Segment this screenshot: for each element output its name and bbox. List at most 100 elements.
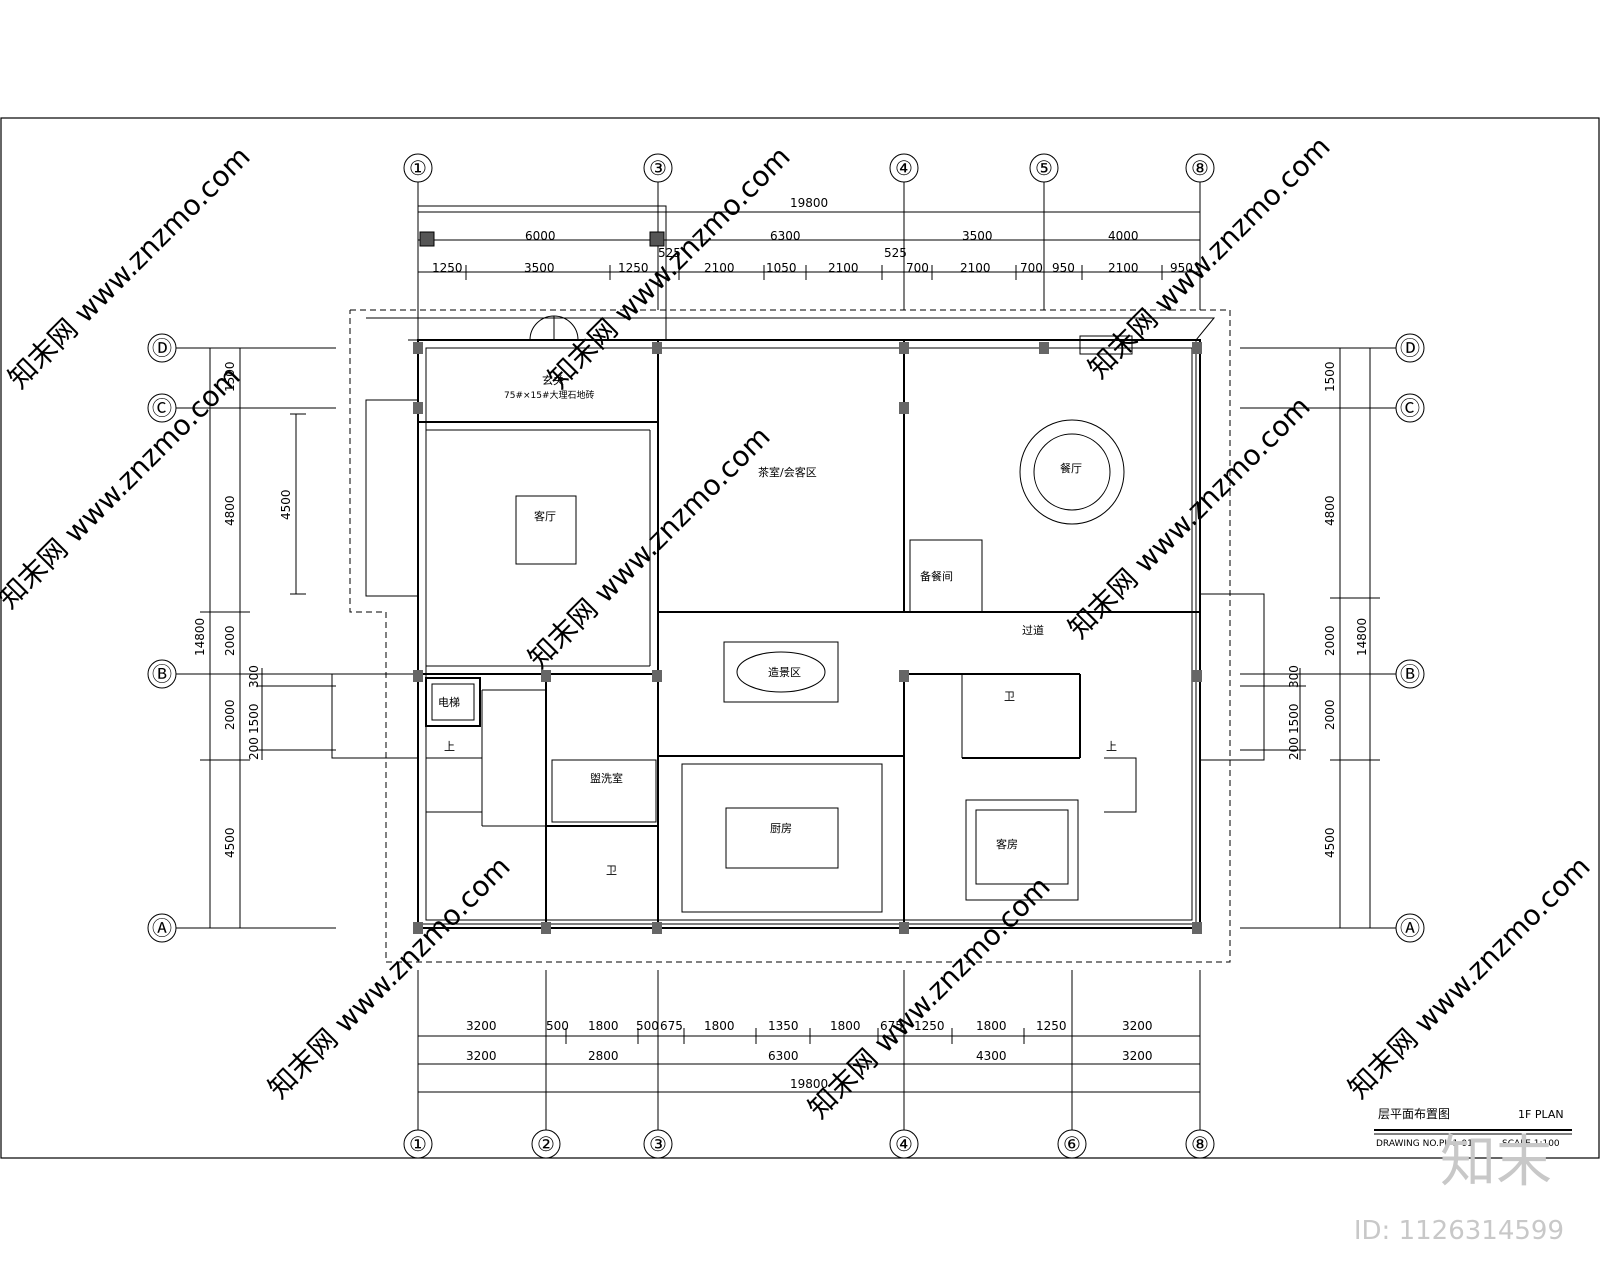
dim-bottom-row2: 6300 — [768, 1049, 799, 1063]
dim-bottom-row2: 3200 — [466, 1049, 497, 1063]
room-label-bath2: 卫 — [1004, 690, 1015, 703]
dim-left-inner: 4500 — [279, 489, 293, 520]
dim-top-row3: 700 — [1020, 261, 1043, 275]
dim-bottom-row2: 2800 — [588, 1049, 619, 1063]
dim-bottom-row1: 1800 — [704, 1019, 735, 1033]
room-label-dining: 餐厅 — [1060, 461, 1082, 475]
dim-top-row3: 2100 — [960, 261, 991, 275]
dim-left: 2000 — [223, 625, 237, 656]
dim-bottom-row2: 4300 — [976, 1049, 1007, 1063]
image-id-label: ID: 1126314599 — [1353, 1216, 1564, 1246]
grid-label-left: Ⓒ — [152, 396, 172, 420]
dim-top-row3: 1250 — [432, 261, 463, 275]
grid-label-bottom: ① — [409, 1132, 427, 1156]
dim-top-row2: 3500 — [962, 229, 993, 243]
room-label-kitchen: 厨房 — [770, 822, 792, 835]
dim-top-row2: 4000 — [1108, 229, 1139, 243]
grid-label-bottom: ② — [537, 1132, 555, 1156]
dim-top-row3: 3500 — [524, 261, 555, 275]
dim-bottom-row1: 500 — [636, 1019, 659, 1033]
dim-bottom-row1: 675 — [660, 1019, 683, 1033]
title-block: 层平面布置图 1F PLAN DRAWING NO.PL-1-01 SCALE … — [1374, 1107, 1572, 1149]
grid-label-bottom: ⑥ — [1063, 1132, 1081, 1156]
grid-label-left: Ⓐ — [152, 916, 172, 940]
room-label-entry: 玄关 — [542, 373, 564, 387]
stair-up-label: 上 — [444, 740, 455, 753]
side-grid-lines — [176, 347, 1396, 929]
dim-right: 4800 — [1323, 495, 1337, 526]
grid-label-left: Ⓓ — [152, 336, 172, 360]
dim-top-row3: 2100 — [704, 261, 735, 275]
dim-left-inner: 200 — [247, 737, 261, 760]
dim-right: 4500 — [1323, 827, 1337, 858]
grid-label-top: ③ — [649, 156, 667, 180]
grid-label-top: ① — [409, 156, 427, 180]
dim-top-row3: 950 — [1170, 261, 1193, 275]
dim-top-row3: 700 — [906, 261, 929, 275]
dim-bottom-total: 19800 — [790, 1077, 828, 1091]
watermark: 知末网 www.znzmo.com — [2, 140, 257, 395]
dim-top-row3: 2100 — [828, 261, 859, 275]
watermark: 知末网 www.znzmo.com — [262, 850, 517, 1105]
brand-watermark-logo: 知末 — [1440, 1130, 1552, 1195]
room-label-bath1: 卫 — [606, 864, 617, 877]
dim-left: 1500 — [223, 361, 237, 392]
grid-label-bottom: ④ — [895, 1132, 913, 1156]
watermark: 知末网 www.znzmo.com — [522, 420, 777, 675]
stair-up-label: 上 — [1106, 740, 1117, 753]
dim-top-row3: 950 — [1052, 261, 1075, 275]
dim-top-row3: 1250 — [618, 261, 649, 275]
dim-top-row3: 525 — [884, 246, 907, 260]
dim-right-inner: 200 — [1287, 737, 1301, 760]
watermark: 知末网 www.znzmo.com — [1342, 850, 1597, 1105]
dim-top-row2: 6000 — [525, 229, 556, 243]
room-label-elevator: 电梯 — [438, 696, 460, 709]
grid-label-bottom: ③ — [649, 1132, 667, 1156]
grid-label-right: Ⓐ — [1400, 916, 1420, 940]
room-note-entry: 75#×15#大理石地砖 — [504, 389, 595, 401]
title-block-title-en: 1F PLAN — [1518, 1108, 1564, 1121]
grid-label-right: Ⓒ — [1400, 396, 1420, 420]
grid-label-top: ⑤ — [1035, 156, 1053, 180]
structural-columns — [413, 342, 1202, 934]
sheet-border — [0, 117, 1600, 1159]
room-label-living: 客厅 — [534, 509, 556, 523]
dim-left: 4800 — [223, 495, 237, 526]
dim-right-inner: 300 — [1287, 665, 1301, 688]
dim-left-total: 14800 — [193, 618, 207, 656]
dim-top-row3: 525 — [658, 246, 681, 260]
dim-right: 2000 — [1323, 625, 1337, 656]
top-grid-bubbles — [403, 153, 1215, 183]
dim-left: 2000 — [223, 699, 237, 730]
dim-top-row3: 1050 — [766, 261, 797, 275]
bottom-grid-bubbles — [403, 1129, 1215, 1159]
dim-top-row2: 6300 — [770, 229, 801, 243]
grid-label-right: Ⓓ — [1400, 336, 1420, 360]
grid-label-top: ④ — [895, 156, 913, 180]
dim-bottom-row1: 1250 — [914, 1019, 945, 1033]
dim-right-inner: 1500 — [1287, 703, 1301, 734]
title-block-drawing-no: DRAWING NO.PL-1-01 — [1376, 1139, 1473, 1149]
dim-bottom-row1: 1250 — [1036, 1019, 1067, 1033]
dim-left-inner: 1500 — [247, 703, 261, 734]
dim-top-row3: 2100 — [1108, 261, 1139, 275]
room-label-pantry: 备餐间 — [920, 569, 953, 583]
top-dimensions — [417, 182, 1201, 310]
room-label-landscape: 造景区 — [768, 665, 801, 679]
dim-bottom-row1: 1800 — [588, 1019, 619, 1033]
room-label-corridor: 过道 — [1022, 623, 1044, 637]
dim-bottom-row1: 3200 — [1122, 1019, 1153, 1033]
grid-label-bottom: ⑧ — [1191, 1132, 1209, 1156]
watermark: 知末网 www.znzmo.com — [542, 140, 797, 395]
dim-right-total: 14800 — [1355, 618, 1369, 656]
dim-right: 2000 — [1323, 699, 1337, 730]
dim-bottom-row1: 500 — [546, 1019, 569, 1033]
grid-label-top: ⑧ — [1191, 156, 1209, 180]
dim-bottom-row2: 3200 — [1122, 1049, 1153, 1063]
dim-top-total: 19800 — [790, 196, 828, 210]
room-label-tea: 茶室/会客区 — [758, 465, 817, 479]
dim-left: 4500 — [223, 827, 237, 858]
title-block-scale: SCALE 1:100 — [1502, 1139, 1560, 1149]
dim-bottom-row1: 1800 — [830, 1019, 861, 1033]
